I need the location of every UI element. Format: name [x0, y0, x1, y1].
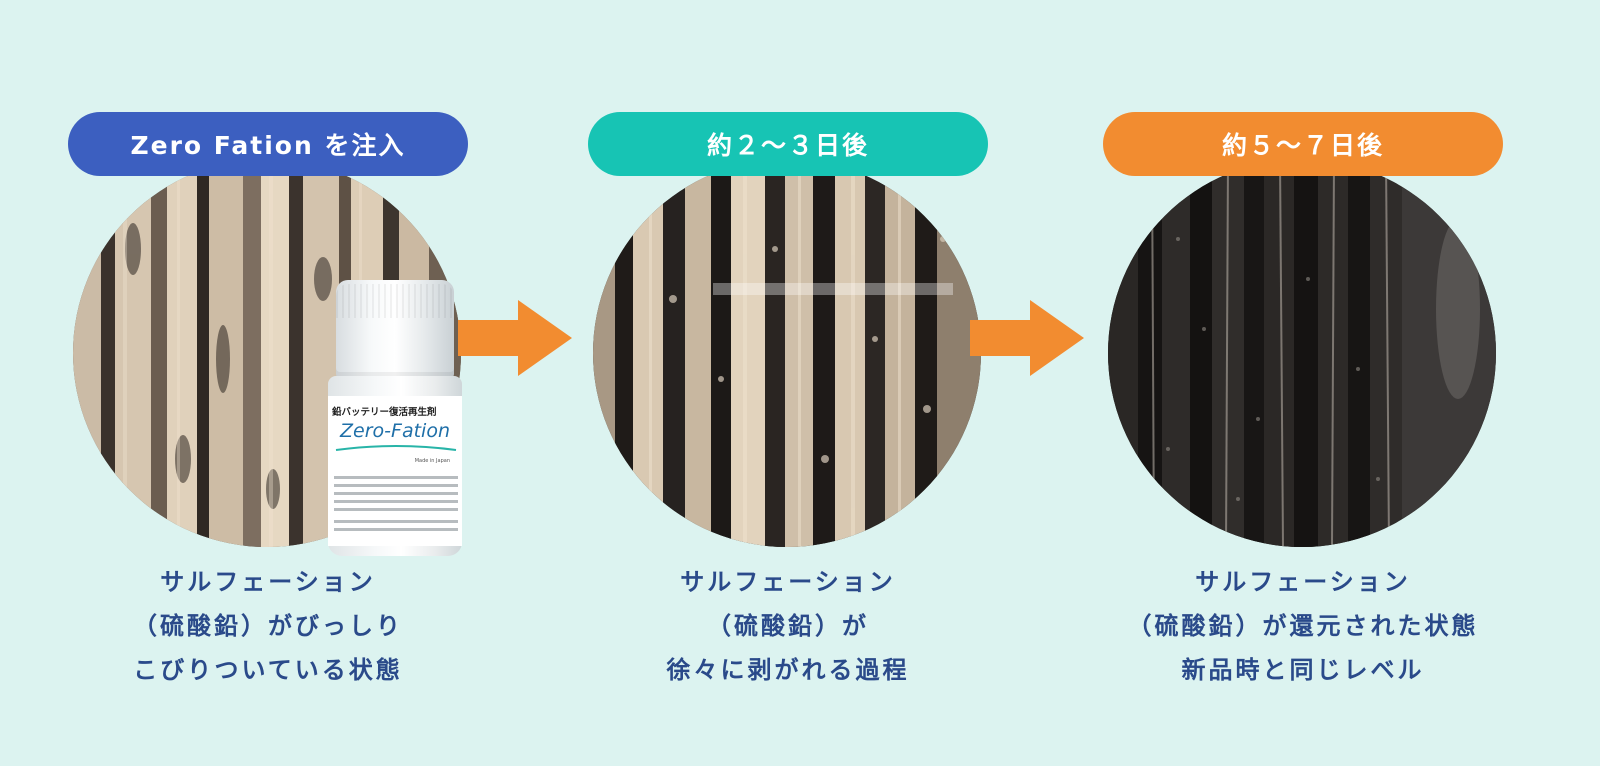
- label-fine-print: [334, 484, 458, 487]
- brand-swoosh-icon: [335, 445, 457, 451]
- stage-caption: サルフェーション （硫酸鉛）がびっしり こびりついている状態: [38, 560, 498, 692]
- product-label-title: 鉛バッテリー復活再生剤: [332, 407, 437, 418]
- product-brand: Zero-Fation: [340, 420, 450, 442]
- caption-line: （硫酸鉛）が還元された状態: [1127, 612, 1479, 640]
- stage-after-2-3-days: 約２〜３日後: [588, 112, 988, 692]
- bottle-cap: [336, 280, 454, 378]
- label-fine-print: [334, 476, 458, 479]
- product-label: 鉛バッテリー復活再生剤 Zero-Fation Made in Japan: [328, 396, 462, 546]
- caption-line: サルフェーション: [160, 568, 376, 596]
- caption-line: （硫酸鉛）が: [707, 612, 869, 640]
- product-made-in: Made in Japan: [414, 458, 450, 464]
- stage-title-pill: Zero Fation を注入: [68, 112, 468, 176]
- label-fine-print: [334, 500, 458, 503]
- stage-title-pill: 約５〜７日後: [1103, 112, 1503, 176]
- bottle-cap-ribs: [336, 284, 454, 318]
- caption-line: （硫酸鉛）がびっしり: [133, 612, 403, 640]
- arrow-right-icon: [458, 300, 572, 376]
- stage-title-pill: 約２〜３日後: [588, 112, 988, 176]
- stage-caption: サルフェーション （硫酸鉛）が還元された状態 新品時と同じレベル: [1073, 560, 1533, 692]
- plate-photo-restored: [1108, 159, 1496, 547]
- stage-title: 約２〜３日後: [706, 131, 869, 160]
- caption-line: 徐々に剥がれる過程: [666, 656, 910, 684]
- caption-line: こびりついている状態: [133, 656, 403, 684]
- stage-after-5-7-days: 約５〜７日後: [1103, 112, 1503, 692]
- stage-title: 約５〜７日後: [1221, 131, 1384, 160]
- caption-line: サルフェーション: [1195, 568, 1411, 596]
- caption-line: 新品時と同じレベル: [1181, 656, 1425, 684]
- peeling-plate-illustration: [593, 159, 981, 547]
- stage-title: Zero Fation を注入: [130, 131, 406, 160]
- stage-caption: サルフェーション （硫酸鉛）が 徐々に剥がれる過程: [558, 560, 1018, 692]
- label-fine-print: [334, 520, 458, 523]
- plate-photo-peeling: [593, 159, 981, 547]
- product-bottle: 鉛バッテリー復活再生剤 Zero-Fation Made in Japan: [328, 280, 462, 556]
- arrow-right-icon: [970, 300, 1084, 376]
- restored-plate-illustration: [1108, 159, 1496, 547]
- caption-line: サルフェーション: [680, 568, 896, 596]
- label-fine-print: [334, 508, 458, 511]
- label-fine-print: [334, 528, 458, 531]
- label-fine-print: [334, 492, 458, 495]
